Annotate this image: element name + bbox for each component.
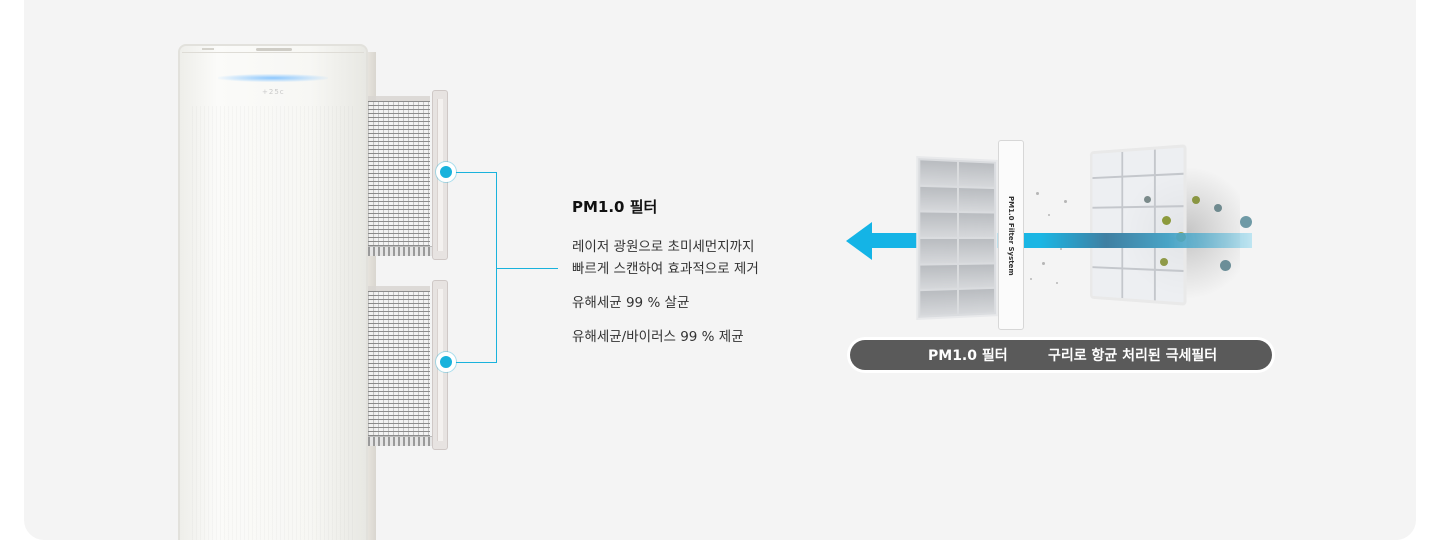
dust-particle — [1048, 214, 1050, 216]
feature-spec-virus-removal: 유해세균/바이러스 99 % 제균 — [572, 329, 744, 345]
virus-icon — [1220, 260, 1231, 271]
connector-line-to-text — [496, 268, 558, 269]
filter-frame-label: PM1.0 Filter System — [1007, 196, 1015, 276]
feature-spec-sterilization: 유해세균 99 % 살균 — [572, 295, 690, 311]
unit-top-indicator — [202, 48, 214, 50]
copper-antibacterial-filter — [1089, 144, 1187, 306]
filter-mesh — [368, 286, 430, 436]
germ-icon — [1162, 216, 1171, 225]
callout-marker-lower — [436, 352, 456, 372]
air-purifier-unit: +25c — [178, 44, 368, 540]
filter-label-bar — [850, 340, 1272, 370]
dust-particle — [1030, 278, 1032, 280]
germ-icon — [1144, 196, 1151, 203]
connector-line-lower — [446, 362, 496, 363]
unit-top-edge — [182, 52, 364, 53]
status-light — [218, 74, 328, 82]
pm10-filter-frame — [998, 140, 1024, 330]
filter-mesh — [368, 96, 430, 246]
dust-particle — [1042, 262, 1045, 265]
pm10-filter-panel — [916, 156, 998, 320]
label-copper-filter: 구리로 항균 처리된 극세필터 — [1048, 348, 1218, 364]
germ-icon — [1192, 196, 1200, 204]
dust-particle — [1060, 248, 1062, 250]
airflow-arrow-icon — [846, 222, 872, 260]
germ-icon — [1214, 204, 1222, 212]
upper-filter-cassette — [368, 90, 448, 260]
filter-bottom-strip — [368, 436, 434, 446]
unit-display-text: +25c — [262, 88, 285, 96]
virus-icon — [1240, 216, 1252, 228]
unit-front-grille — [192, 106, 354, 540]
callout-marker-upper — [436, 162, 456, 182]
feature-description-line1: 레이저 광원으로 초미세먼지까지 — [572, 239, 755, 255]
label-pm-filter: PM1.0 필터 — [928, 348, 1008, 364]
filter-bottom-strip — [368, 246, 434, 256]
unit-top-handle — [256, 48, 292, 51]
germ-icon — [1160, 258, 1168, 266]
dust-particle — [1056, 282, 1058, 284]
dust-particle — [1036, 192, 1039, 195]
feature-title: PM1.0 필터 — [572, 198, 658, 216]
feature-description-line2: 빠르게 스캔하여 효과적으로 제거 — [572, 261, 759, 277]
connector-bracket — [496, 172, 497, 363]
dust-particle — [1064, 200, 1067, 203]
connector-line-upper — [446, 172, 496, 173]
